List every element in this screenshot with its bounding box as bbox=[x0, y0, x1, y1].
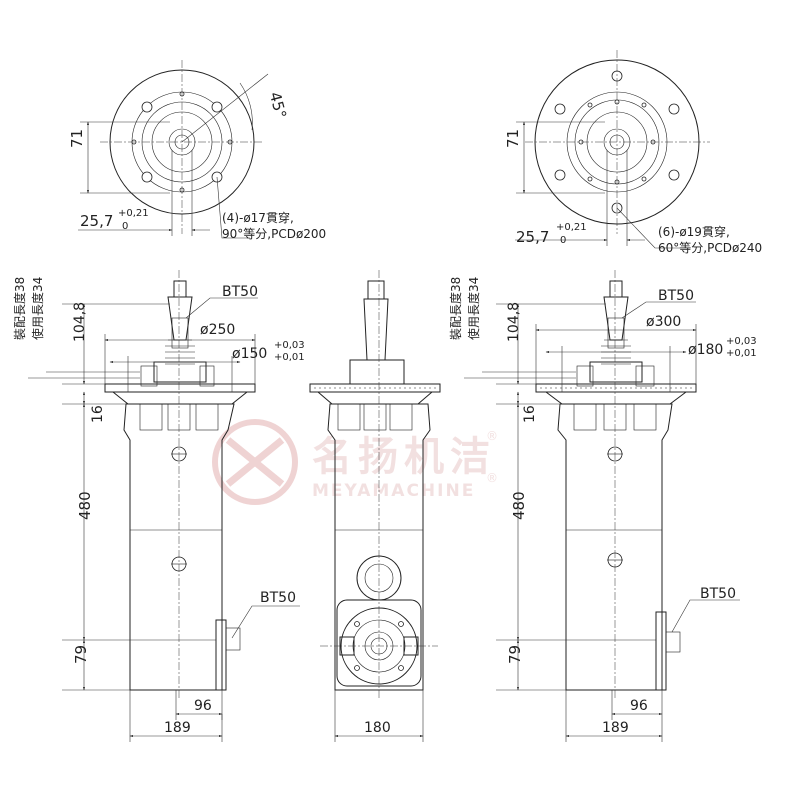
rv-bt50-side: BT50 bbox=[700, 586, 736, 602]
mv-dim-180: 180 bbox=[364, 720, 391, 736]
tl-tol-lower: 0 bbox=[122, 221, 128, 232]
watermark-reg-2: ® bbox=[486, 471, 498, 485]
tr-dim-25-7: 25,7 bbox=[516, 228, 549, 246]
rv-pilot-tol-lower: +0,01 bbox=[726, 348, 757, 359]
rv-pilot-tol-upper: +0,03 bbox=[726, 336, 757, 347]
watermark-en: MEYAMACHINE bbox=[312, 481, 475, 501]
watermark-logo bbox=[212, 419, 298, 505]
lv-bt50-top: BT50 bbox=[222, 284, 258, 300]
lv-pilot-tol-upper: +0,03 bbox=[274, 340, 305, 351]
rv-dia-pilot: ø180 bbox=[688, 342, 723, 358]
lv-dim-189: 189 bbox=[164, 720, 191, 736]
tl-dim-71: 71 bbox=[68, 129, 86, 148]
tl-tol-upper: +0,21 bbox=[118, 208, 149, 219]
lv-pilot-tol-lower: +0,01 bbox=[274, 352, 305, 363]
lv-dim-104-8: 104,8 bbox=[72, 302, 88, 342]
rv-assembly-len: 裝配長度38 bbox=[448, 277, 463, 340]
tl-angle-45: 45° bbox=[266, 90, 290, 120]
rv-use-len: 使用長度34 bbox=[466, 277, 481, 340]
rv-dim-96: 96 bbox=[630, 698, 648, 714]
tr-tol-lower: 0 bbox=[560, 235, 566, 246]
lv-dim-16: 16 bbox=[90, 405, 106, 423]
rv-dim-480: 480 bbox=[510, 491, 528, 520]
tr-dim-71: 71 bbox=[504, 129, 522, 148]
rv-dia-flange: ø300 bbox=[646, 314, 681, 330]
lv-use-len: 使用長度34 bbox=[30, 277, 45, 340]
middle-front-view: 180 bbox=[309, 270, 441, 742]
tr-holes-line2: 60°等分,PCDø240 bbox=[658, 241, 762, 255]
rv-dim-79: 79 bbox=[506, 645, 524, 664]
lv-dim-96: 96 bbox=[194, 698, 212, 714]
lv-bt50-side: BT50 bbox=[260, 590, 296, 606]
watermark-cn: 名扬机洁 bbox=[312, 434, 496, 480]
top-left-flange-view: 71 25,7 +0,21 0 45° (4)-ø17貫穿, 90°等分,PCD… bbox=[68, 60, 326, 241]
watermark-reg-1: ® bbox=[486, 429, 498, 443]
top-right-flange-view: 71 25,7 +0,21 0 (6)-ø19貫穿, 60°等分,PCDø240 bbox=[504, 50, 762, 255]
rv-dim-189: 189 bbox=[602, 720, 629, 736]
left-side-view: 104,8 裝配長度38 使用長度34 16 480 79 ø250 ø150 … bbox=[12, 270, 305, 742]
lv-assembly-len: 裝配長度38 bbox=[12, 277, 27, 340]
watermark: 名扬机洁 ® MEYAMACHINE ® bbox=[212, 419, 498, 505]
rv-dim-104-8: 104,8 bbox=[506, 302, 522, 342]
rv-dim-16: 16 bbox=[522, 405, 538, 423]
lv-dia-pilot: ø150 bbox=[232, 346, 267, 362]
rv-bt50-top: BT50 bbox=[658, 288, 694, 304]
lv-dim-79: 79 bbox=[72, 645, 90, 664]
tl-holes-line1: (4)-ø17貫穿, bbox=[222, 210, 294, 225]
lv-dia-flange: ø250 bbox=[200, 322, 235, 338]
tr-holes-line1: (6)-ø19貫穿, bbox=[658, 224, 730, 239]
lv-dim-480: 480 bbox=[76, 491, 94, 520]
tr-tol-upper: +0,21 bbox=[556, 222, 587, 233]
tl-dim-25-7: 25,7 bbox=[80, 212, 113, 230]
tl-holes-line2: 90°等分,PCDø200 bbox=[222, 227, 326, 241]
right-side-view: 104,8 裝配長度38 使用長度34 16 480 79 ø300 ø180 … bbox=[448, 270, 757, 742]
